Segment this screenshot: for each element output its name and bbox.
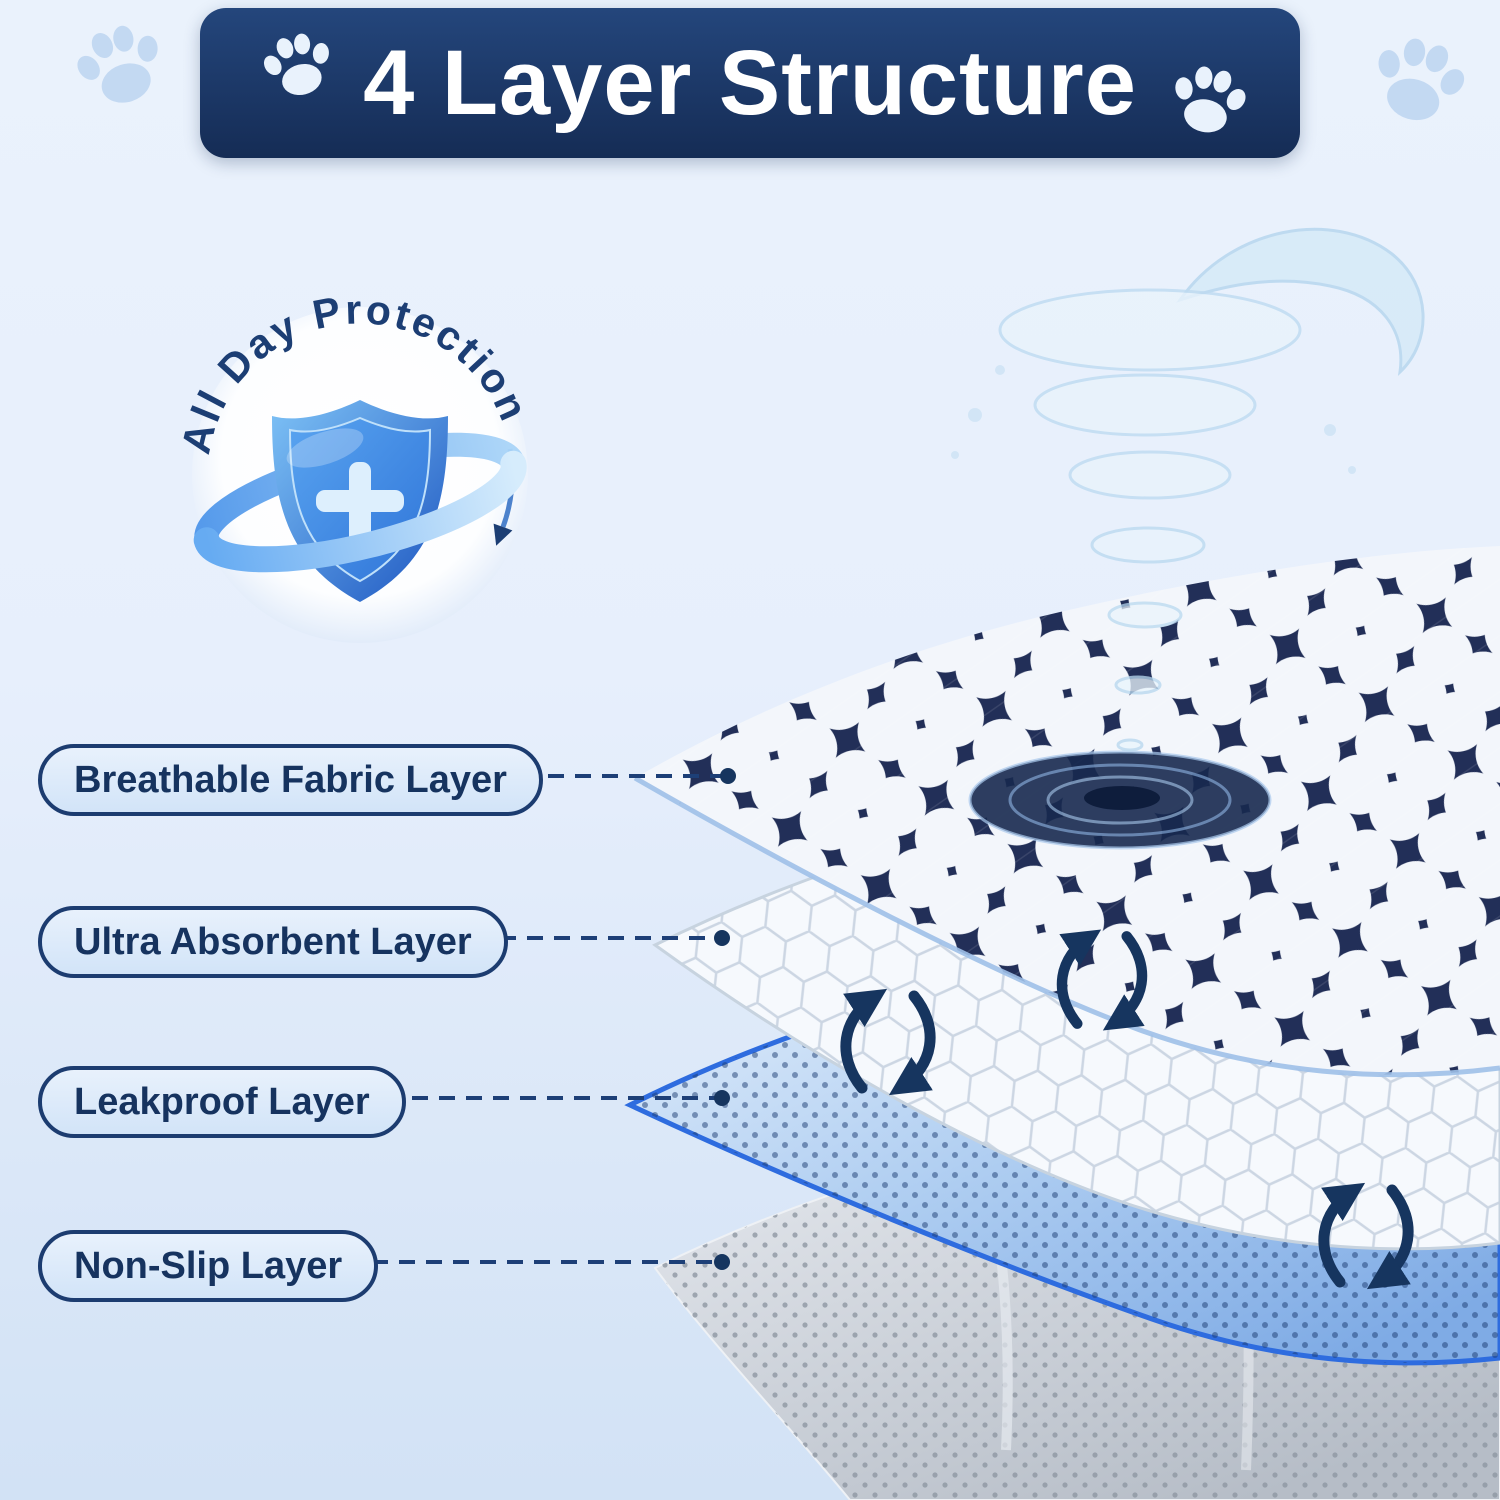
layer-label-text: Breathable Fabric Layer: [74, 758, 507, 801]
layer-label-text: Leakproof Layer: [74, 1080, 370, 1123]
badge-arc-arrowhead: [493, 523, 513, 546]
callout-dots: [714, 768, 736, 1270]
layer-label-breathable: Breathable Fabric Layer: [38, 744, 543, 816]
circulation-arrows-icon: [840, 929, 1414, 1290]
protection-badge: All Day Protection: [172, 286, 535, 643]
paw-icon: [1378, 38, 1465, 121]
layer-label-absorbent: Ultra Absorbent Layer: [38, 906, 508, 978]
callout-connectors: [372, 774, 722, 1264]
title-banner: 4 Layer Structure: [200, 8, 1300, 158]
layer-label-non-slip: Non-Slip Layer: [38, 1230, 379, 1302]
layer-label-text: Non-Slip Layer: [74, 1244, 343, 1287]
layer-label-text: Ultra Absorbent Layer: [74, 920, 472, 963]
shield-icon: [193, 400, 527, 602]
paw-icon: [263, 33, 329, 96]
paw-icon: [77, 25, 158, 103]
cross-icon: [316, 462, 404, 550]
page-title: 4 Layer Structure: [363, 31, 1137, 134]
layer-label-leakproof: Leakproof Layer: [38, 1066, 406, 1138]
water-splash-icon: [951, 227, 1425, 752]
water-ripple: [968, 750, 1272, 850]
paw-icon: [1175, 66, 1246, 133]
